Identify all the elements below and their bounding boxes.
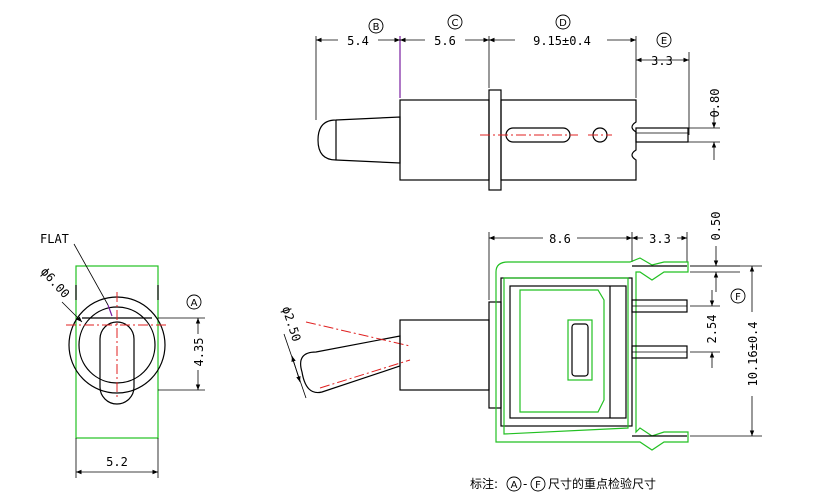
note-prefix: 标注:: [470, 476, 498, 491]
side-view: 8.6 3.3 0.50: [279, 212, 762, 451]
label-b: B: [373, 22, 380, 33]
note-to: F: [535, 480, 541, 491]
dim-pin-height: 0.80: [708, 89, 722, 118]
label-e: E: [661, 36, 667, 47]
diameter-label: ϕ6.00: [38, 265, 73, 301]
label-d: D: [559, 18, 567, 29]
dim-e-value: 3.3: [651, 54, 673, 68]
label-a: A: [191, 298, 198, 309]
dim-width-value: 5.2: [106, 455, 128, 469]
top-view: 5.4 5.6 9.15±0.4 3.3 B C D E: [315, 14, 722, 191]
footnote: 标注: A - F 尺寸的重点检验尺寸: [470, 476, 656, 492]
dim-d-value: 9.15±0.4: [533, 34, 591, 48]
flat-label: FLAT: [40, 232, 69, 246]
dim-pitch-value: 2.54: [705, 315, 719, 344]
dim-body-value: 8.6: [549, 232, 571, 246]
dim-b-value: 5.4: [347, 34, 369, 48]
label-f: F: [735, 292, 741, 303]
note-dash: -: [523, 477, 527, 491]
dim-total-value: 10.16±0.4: [746, 321, 760, 386]
note-from: A: [511, 480, 518, 491]
note-suffix: 尺寸的重点检验尺寸: [548, 476, 656, 491]
label-c: C: [452, 18, 459, 29]
dim-c-value: 5.6: [434, 34, 456, 48]
front-view: FLAT ϕ6.00 4.35 A 5.2: [38, 232, 206, 478]
dim-pin-value: 3.3: [649, 232, 671, 246]
dim-pin-top-value: 0.50: [709, 212, 723, 241]
dim-a-value: 4.35: [192, 338, 206, 367]
lever-diameter-label: ϕ2.50: [279, 305, 303, 344]
